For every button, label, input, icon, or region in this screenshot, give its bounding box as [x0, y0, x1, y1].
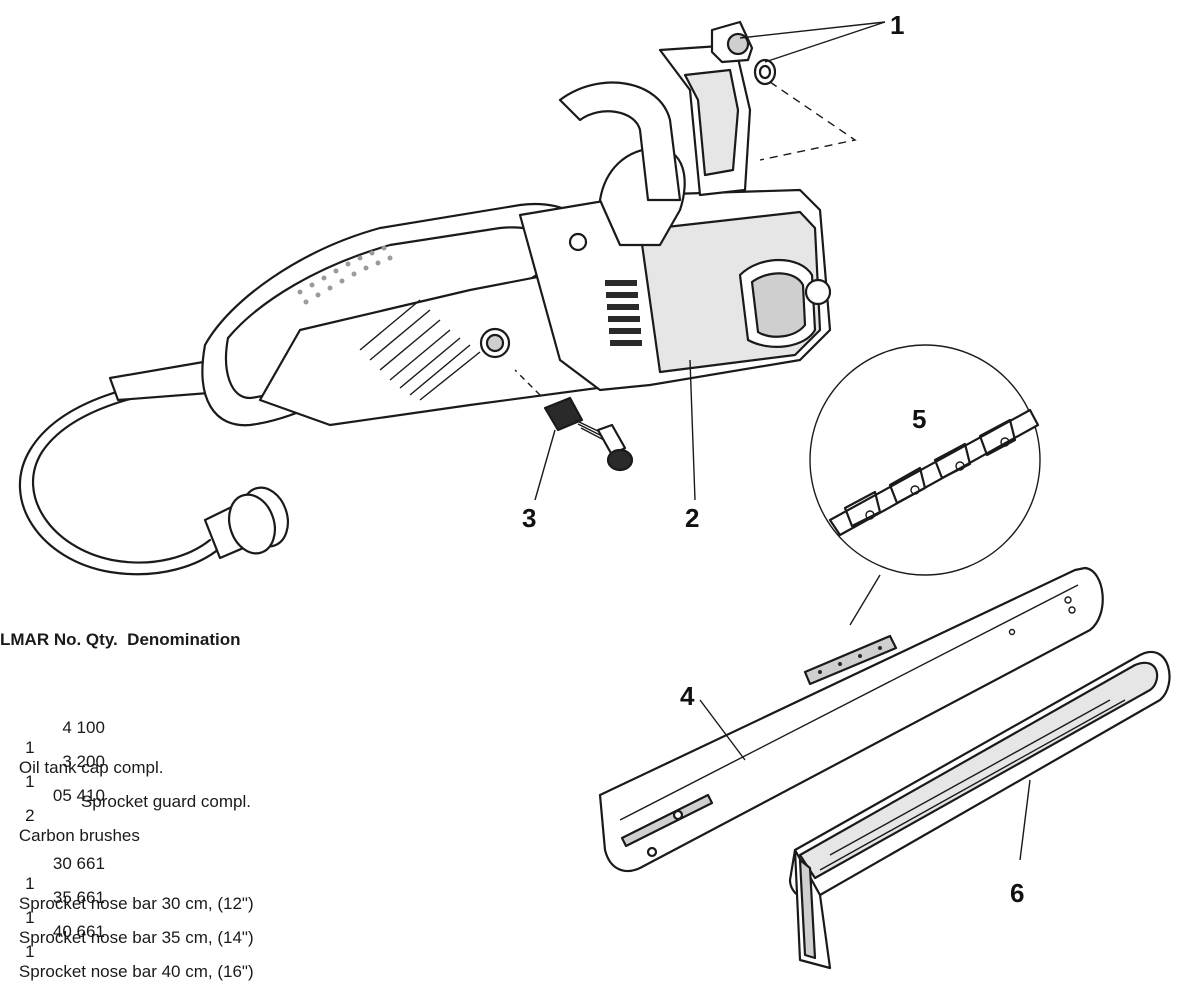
parts-row: 40 661 1 Sprocket nose bar 40 cm, (16") [18, 922, 254, 981]
power-plug [203, 486, 289, 560]
oil-tank-cap [710, 20, 857, 161]
callout-1: 1 [890, 10, 904, 40]
chain-detail-inset [809, 344, 1041, 626]
callout-6: 6 [1010, 878, 1024, 908]
callout-5: 5 [912, 404, 926, 434]
parts-row: 35 661 1 Sprocket nose bar 35 cm, (14") [18, 888, 254, 947]
bar-cover [788, 651, 1171, 970]
carbon-brush [514, 369, 634, 472]
parts-row: 05 410 2 Carbon brushes [18, 786, 140, 845]
exploded-parts-diagram: 1 2 3 4 5 6 [18, 10, 1171, 970]
parts-row: 4 100 1 Oil tank cap compl. [18, 718, 164, 777]
power-cord [18, 358, 224, 576]
parts-row: 30 661 1 Sprocket nose bar 30 cm, (12") [18, 854, 254, 913]
callout-3: 3 [522, 503, 536, 533]
leader-lines [534, 21, 886, 501]
parts-list-header: LMAR No. Qty. Denomination [0, 630, 241, 649]
callout-4: 4 [680, 681, 695, 711]
parts-row: 3 200 1 Sprocket guard compl. [25, 752, 251, 811]
chainsaw-body [201, 43, 832, 427]
chain-small [803, 634, 898, 686]
guide-bar [598, 566, 1104, 873]
callout-2: 2 [685, 503, 699, 533]
